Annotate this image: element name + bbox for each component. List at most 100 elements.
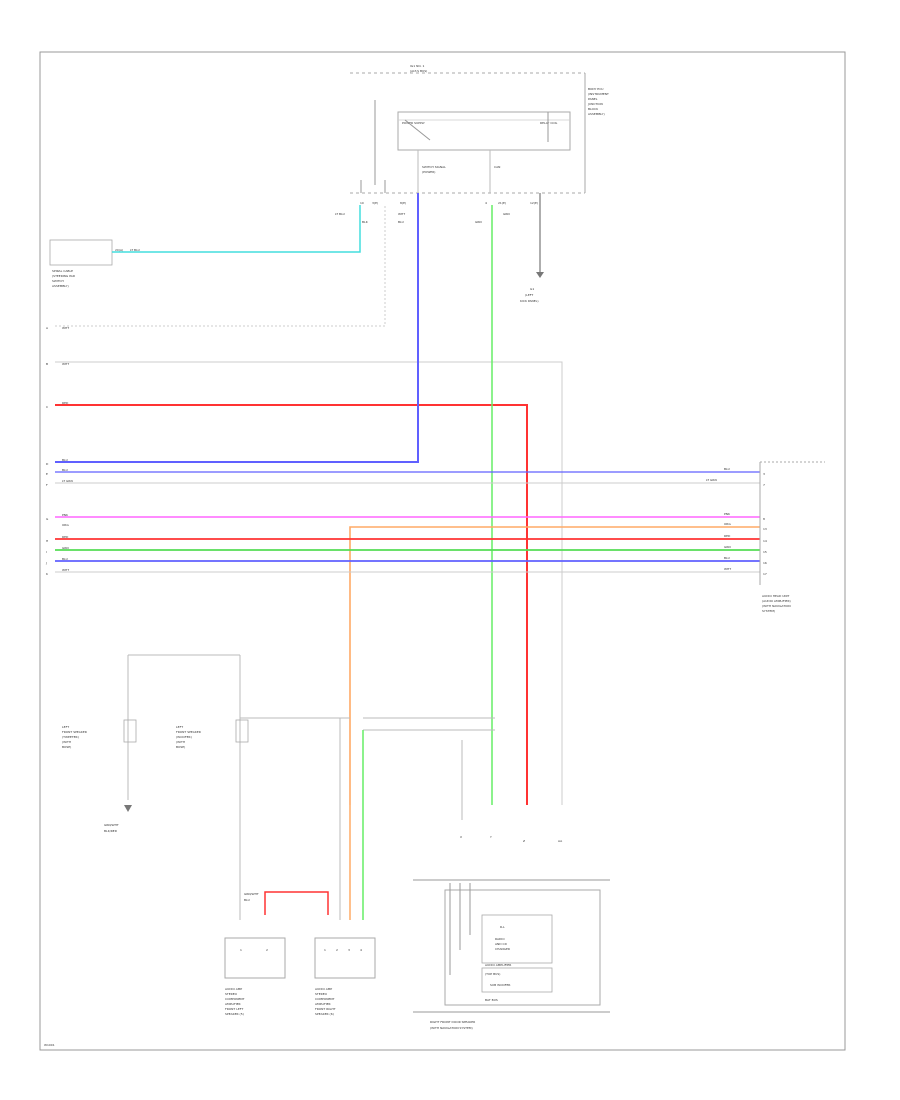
switch2-label-3: (WOOFER) [176, 735, 192, 739]
steering-label-3: SWITCH [52, 279, 64, 283]
module-sub-label-2: (POWER) [422, 170, 435, 174]
center-caption-2: (WITH NAVIGATION SYSTEM) [430, 1026, 473, 1030]
edge-letter-3: C [46, 405, 48, 409]
module-wire-label-5: GRN [475, 220, 482, 224]
center-inner-3: AND CD [495, 942, 508, 946]
bus-label-1: WHT [62, 362, 69, 366]
box2-label-4: AMPLIFIER [315, 1002, 331, 1006]
switch1-label-5: BOSE) [62, 745, 71, 749]
module-pin-1: 10 [360, 201, 364, 205]
module-inner-left: POWER SUPPLY [402, 121, 425, 125]
wire-gray-2 [55, 361, 563, 805]
bottom-center-box: R-L RADIO AND CD CHANGER AUDIO AMPLIFIER… [413, 879, 610, 1030]
module-label-1: BODY ECU [588, 87, 604, 91]
edge-letter-2: B [46, 362, 48, 366]
stub-1: X [460, 835, 462, 839]
box2-pin-3: 3 [348, 948, 350, 952]
switch2-label-1: LEFT [176, 725, 183, 729]
module-pin-5: 21(E) [498, 201, 506, 205]
right-pin-8: 17 [763, 572, 767, 576]
module-label-2: (INSTRUMENT [588, 92, 609, 96]
box1-pin-1: 1 [240, 948, 242, 952]
right-pin-6: 15 [763, 550, 767, 554]
center-inner-2: RADIO [495, 937, 505, 941]
edge-letter-10: J [45, 561, 47, 565]
center-inner-4: CHANGER [495, 947, 510, 951]
module-label-6: ASSEMBLY) [588, 112, 605, 116]
box2-label-6: SPEAKER (6) [315, 1012, 334, 1016]
box1-label-5: FRONT LEFT [225, 1007, 243, 1011]
module-wire-label-4: BLU [398, 220, 404, 224]
box1-label-1: AUDIO AMP [225, 987, 242, 991]
edge-letter-7: G [46, 517, 49, 521]
bottom-box-1: 1 2 AUDIO AMP STEREO COMPONENT AMPLIFIER… [224, 937, 286, 1016]
box1-label-6: SPEAKER (5) [225, 1012, 244, 1016]
right-pin-2: 7 [763, 483, 765, 487]
right-wire-3: PNK [724, 512, 731, 516]
module-label-3: PANEL [588, 97, 598, 101]
wire-gray-1 [55, 205, 386, 327]
center-caption-1: RIGHT FRONT DOOR SPEAKER [430, 1020, 475, 1024]
edge-letter-11: K [46, 572, 49, 576]
module-sub-label-1: SWITCH SIGNAL [422, 165, 446, 169]
bus-wire-labels: WHT WHT RED BLU BLU LT GRN PNK ORG RED G… [62, 326, 73, 572]
right-wire-7: BLU [724, 556, 730, 560]
bus-label-6: PNK [62, 513, 69, 517]
box1-label-4: AMPLIFIER [225, 1002, 241, 1006]
module-pin-2: 3(E) [372, 201, 378, 205]
bus-label-2: RED [62, 401, 69, 405]
box2-label-2: STEREO [315, 992, 328, 996]
left-switch-1: LEFT FRONT SPEAKER (TWEETER) (WITH BOSE)… [62, 654, 240, 833]
right-connector: 3 7 8 13 14 15 16 17 BLU LT GRN PNK ORG … [706, 461, 825, 613]
box2-label-5: FRONT RIGHT [315, 1007, 336, 1011]
top-bus-label-1: IG1 NO. 1 [410, 64, 424, 68]
ground-label-1: G1 [530, 287, 534, 291]
diagram-border [39, 51, 846, 1051]
center-inner-8: BAT BUS [485, 998, 498, 1002]
bus-label-8: RED [62, 535, 69, 539]
center-inner-5: AUDIO AMPLIFIER [485, 963, 511, 967]
switch1-wire-1: GRN/WHT [104, 823, 119, 827]
bus-label-4: BLU [62, 468, 68, 472]
right-pin-7: 16 [763, 561, 767, 565]
module-wire-label-1: LT BLU [335, 212, 345, 216]
module-label-5: BLOCK [588, 107, 599, 111]
wire-red-top [55, 404, 528, 805]
steering-label-4: ASSEMBLY) [52, 284, 69, 288]
switch1-label-4: (WITH [62, 740, 71, 744]
edge-letter-8: H [46, 539, 48, 543]
right-label-2: (AUDIO AMPLIFIER) [762, 599, 791, 603]
switch1-label-1: LEFT [62, 725, 69, 729]
ground-label-2: (LEFT [525, 293, 533, 297]
right-wire-8: WHT [724, 567, 731, 571]
bottom-stubs: X Y Z AA [460, 835, 563, 843]
edge-letter-6: F [46, 483, 48, 487]
wire-bus [55, 471, 760, 805]
steering-wire: LT BLU [130, 248, 140, 252]
center-inner-6: (TOP BUS) [485, 972, 500, 976]
module-pin-3: 8(E) [400, 201, 406, 205]
box1-label-3: COMPONENT [225, 997, 245, 1001]
switch2-label-5: BOSE) [176, 745, 185, 749]
box2-pin-2: 2 [336, 948, 338, 952]
right-label-3: (WITH NAVIGATION [762, 604, 791, 608]
module-wire-label-6: GRN [503, 212, 510, 216]
bus-label-7: ORG [62, 523, 69, 527]
module-pin-6: 12(E) [530, 201, 538, 205]
module-wire-label-3: WHT [398, 212, 405, 216]
right-label-1: AUDIO HEAD UNIT [762, 594, 790, 598]
right-label-4: SYSTEM) [762, 609, 775, 613]
switch2-label-4: (WITH [176, 740, 185, 744]
center-inner-1: R-L [500, 925, 505, 929]
right-pin-5: 14 [763, 539, 767, 543]
switch2-wire-1: GRN/WHT [244, 892, 259, 896]
edge-letter-4: D [46, 462, 49, 466]
stub-3: Z [523, 839, 525, 843]
left-switch-2: LEFT FRONT SPEAKER (WOOFER) (WITH BOSE) … [176, 655, 350, 920]
middle-branch [339, 717, 495, 920]
wire-cyan [112, 205, 361, 253]
switch1-label-3: (TWEETER) [62, 735, 79, 739]
stub-4: AA [558, 839, 563, 843]
right-pin-4: 13 [763, 527, 767, 531]
